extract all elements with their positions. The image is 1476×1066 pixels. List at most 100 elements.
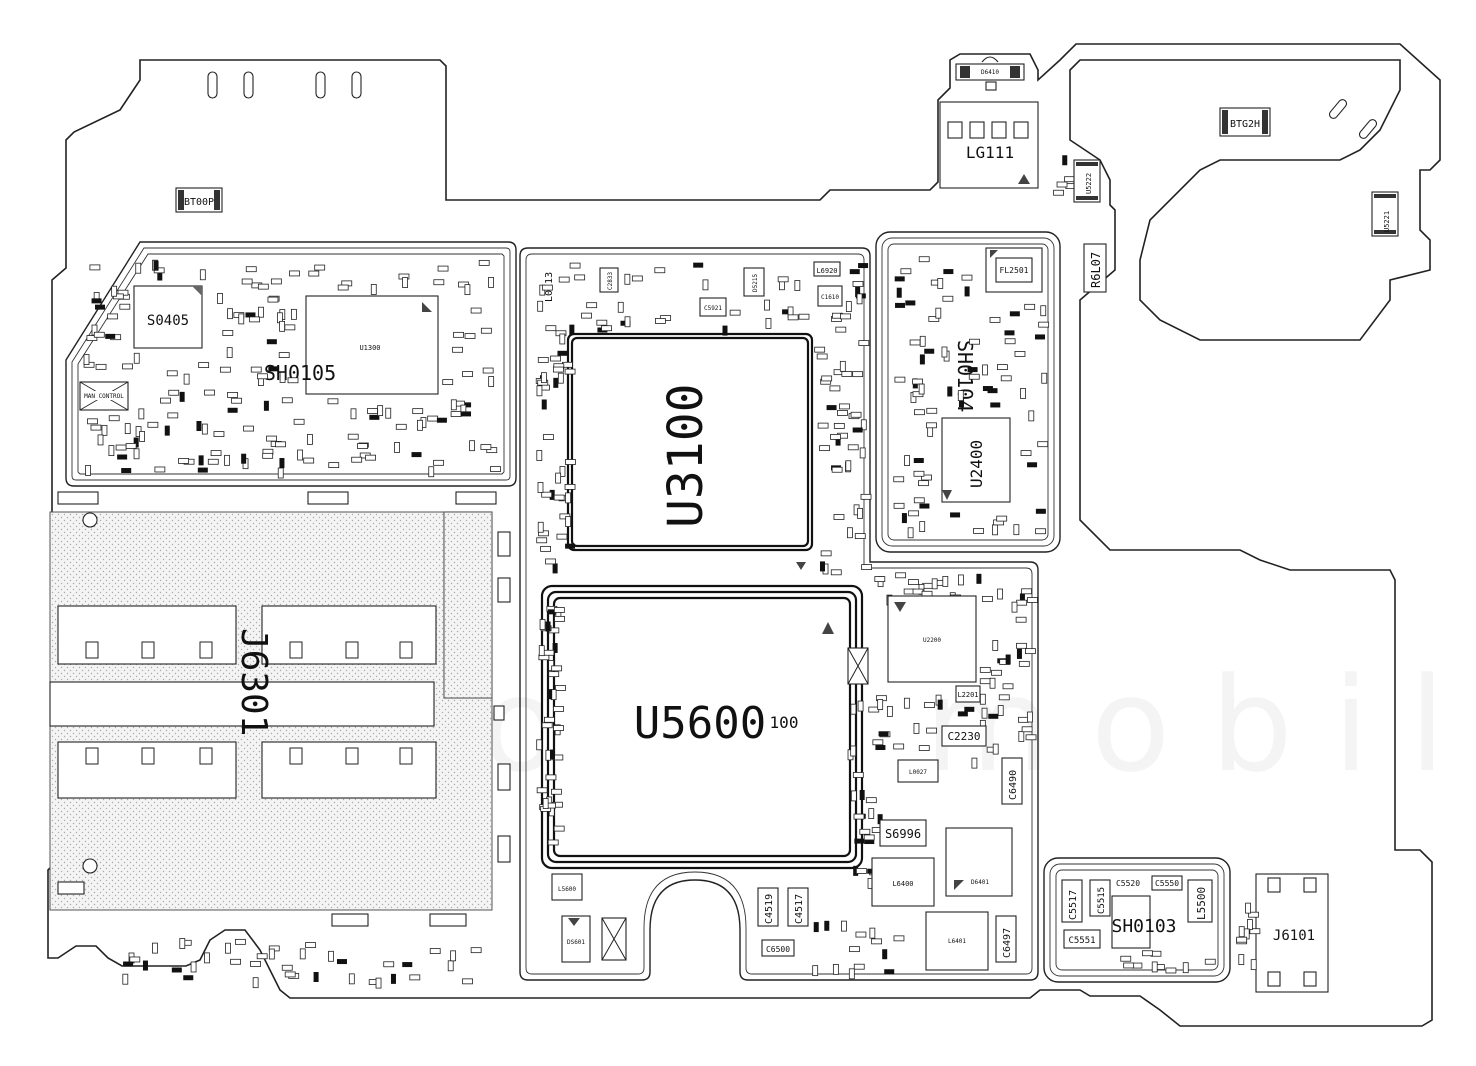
component-c5517: C5517 (1061, 879, 1083, 923)
svg-text:U2200: U2200 (923, 637, 941, 644)
component-l5500: L5500 (1187, 879, 1213, 923)
svg-text:J6101: J6101 (1273, 928, 1315, 944)
component-c5515: C5515 (1089, 879, 1111, 917)
svg-text:BT00P: BT00P (184, 197, 214, 208)
component-c4519: C4519 (757, 887, 779, 927)
component-c5551: C5551 (1063, 929, 1101, 949)
svg-text:C5520: C5520 (1116, 879, 1140, 888)
svg-text:L2201: L2201 (957, 691, 978, 699)
component-u5222: U5222 (1073, 159, 1101, 203)
component-c5520: C5520 (1116, 879, 1140, 888)
chip-u5600: U5600 100 (540, 584, 864, 870)
svg-text:L5600: L5600 (558, 886, 576, 893)
svg-text:C4519: C4519 (764, 894, 775, 924)
component-c5550: C5550 (1151, 875, 1183, 891)
svg-text:C6490: C6490 (1008, 770, 1019, 800)
svg-text:U5221: U5221 (1383, 211, 1391, 232)
svg-text:U2400: U2400 (967, 440, 986, 488)
passive-components-bottom (122, 938, 482, 989)
component-c6490: C6490 (1001, 757, 1023, 805)
svg-text:C4517: C4517 (794, 894, 805, 924)
shield-sh0104 (875, 231, 1061, 553)
passive-components-sh0103 (1120, 950, 1216, 974)
svg-text:C2833: C2833 (607, 272, 614, 290)
svg-text:DS601: DS601 (567, 939, 585, 946)
svg-text:C5517: C5517 (1068, 890, 1079, 920)
component-c6497: C6497 (995, 915, 1017, 963)
slot-holes-right (1328, 99, 1378, 139)
passive-components-j6101 (1236, 902, 1261, 971)
slot-holes (207, 71, 362, 99)
svg-text:FL2501: FL2501 (1000, 266, 1029, 275)
shield-center (519, 247, 1039, 981)
component-l5600: L5600 (551, 873, 583, 901)
component-fl2501: FL2501 (985, 247, 1043, 293)
svg-text:C2230: C2230 (947, 730, 980, 743)
svg-text:U1300: U1300 (359, 344, 380, 352)
component-btg2h: BTG2H (1219, 107, 1271, 137)
svg-text:U5222: U5222 (1085, 173, 1093, 194)
svg-text:U5600: U5600 (634, 698, 766, 749)
svg-text:R6L07: R6L07 (1089, 252, 1103, 288)
svg-text:U3100: U3100 (658, 384, 714, 529)
chip-u1300: U1300 (305, 295, 439, 395)
chip-u2400: U2400 (941, 417, 1011, 503)
svg-text:L0027: L0027 (909, 769, 927, 776)
svg-text:S0405: S0405 (147, 313, 189, 329)
chip-u2200: U2200 (887, 595, 977, 683)
component-l0027: L0027 (897, 759, 939, 783)
svg-text:L5500: L5500 (1195, 887, 1208, 920)
component-xbox (601, 917, 627, 961)
svg-text:L6401: L6401 (948, 938, 966, 945)
svg-text:LG111: LG111 (966, 143, 1014, 162)
passive-components-right (893, 155, 1077, 539)
component-s0405: S0405 (133, 285, 203, 349)
component-c2230: C2230 (941, 725, 987, 747)
component-l6400: L6400 (871, 857, 935, 907)
component-lg111: LG111 (939, 101, 1039, 189)
svg-text:C5921: C5921 (704, 305, 722, 312)
component-u5500 (1111, 895, 1151, 949)
svg-text:L6400: L6400 (892, 880, 913, 888)
component-l6920: L6920 (813, 261, 841, 277)
shield-sh0103 (1043, 857, 1231, 983)
svg-text:S6996: S6996 (885, 827, 921, 841)
svg-text:BTG2H: BTG2H (1230, 119, 1260, 130)
shield-sh0105 (65, 241, 517, 487)
svg-text:D6410: D6410 (981, 69, 999, 76)
svg-text:C5551: C5551 (1068, 936, 1095, 946)
component-c2833: C2833 (599, 267, 619, 293)
component-c4517: C4517 (787, 887, 809, 927)
svg-text:D5215: D5215 (752, 274, 759, 292)
svg-text:C6497: C6497 (1002, 928, 1013, 958)
component-r6107: R6L07 (1083, 243, 1107, 293)
svg-text:J6301: J6301 (233, 628, 274, 736)
component-c5921: C5921 (699, 297, 727, 317)
connector-j6301: J6301 (49, 491, 511, 927)
component-l6401: L6401 (925, 911, 989, 971)
passive-components-left (83, 259, 501, 479)
svg-text:C5515: C5515 (1097, 887, 1107, 914)
connector-j6101: J6101 (1255, 873, 1329, 993)
component-x-u5600 (847, 647, 869, 685)
component-d6401: D6401 (945, 827, 1013, 897)
component-l2201: L2201 (955, 685, 981, 703)
svg-text:C5550: C5550 (1155, 879, 1179, 888)
svg-text:100: 100 (770, 713, 799, 732)
label-sh0103: SH0103 (1111, 916, 1176, 937)
component-bt00p: BT00P (175, 187, 223, 213)
svg-text:C1610: C1610 (821, 294, 839, 301)
svg-text:D6401: D6401 (971, 879, 989, 886)
component-u5221: U5221 (1371, 191, 1399, 237)
component-d5215: D5215 (743, 267, 765, 297)
component-s6996: S6996 (879, 819, 927, 847)
component-c1610: C1610 (817, 285, 843, 307)
component-d6410: D6410 (955, 56, 1025, 91)
label-sh0105: SH0105 (264, 361, 336, 385)
component-c6500: C6500 (761, 939, 795, 957)
svg-text:MAN CONTROL: MAN CONTROL (84, 393, 124, 400)
svg-text:C6500: C6500 (766, 945, 790, 954)
component-ds601: DS601 (561, 915, 591, 963)
component-man-control: MAN CONTROL (79, 381, 129, 411)
